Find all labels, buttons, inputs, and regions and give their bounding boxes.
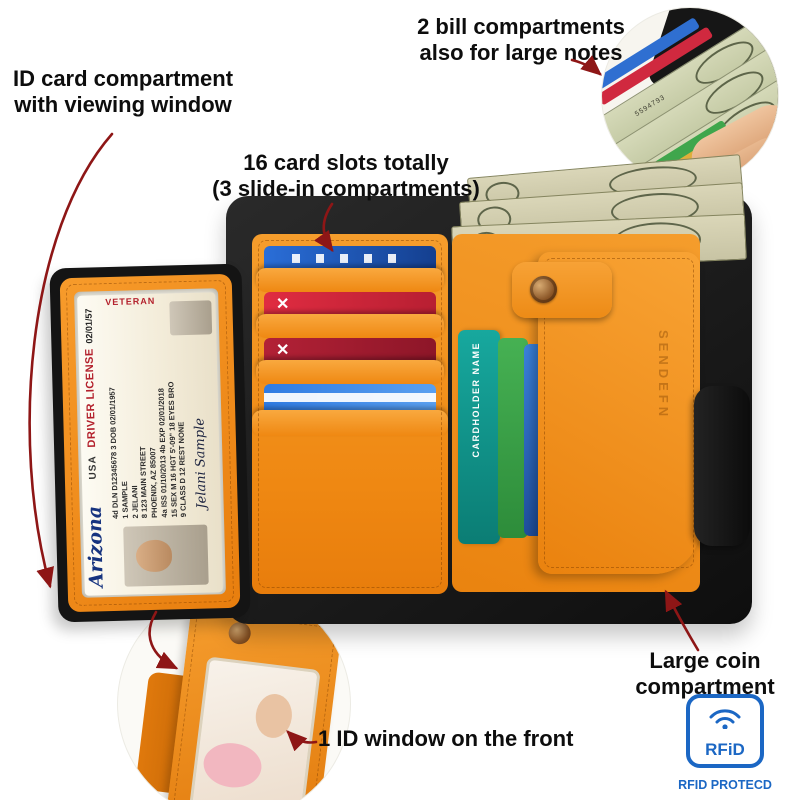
- annotation-line: 2 bill compartments: [417, 14, 625, 39]
- card-green: [498, 338, 528, 538]
- card-stripe: [264, 393, 436, 402]
- annotation-id-compartment: ID card compartment with viewing window: [4, 66, 242, 118]
- front-id-window: [188, 656, 321, 800]
- license-photo-small: [169, 300, 213, 336]
- rfid-wifi-icon: [709, 709, 741, 729]
- driver-license: Arizona USA DRIVER LICENSE 02/01/57 4d D…: [77, 292, 223, 596]
- pink-pig: [201, 739, 264, 791]
- card-maroon: ✕: [264, 338, 436, 364]
- license-title: DRIVER LICENSE: [83, 348, 99, 448]
- brand-emboss: SENDEFN: [656, 330, 671, 421]
- zoom-inset-bills: 5594793: [602, 8, 778, 184]
- card-slot-panel: ✕ ✕: [252, 234, 448, 594]
- annotation-front-window: 1 ID window on the front: [318, 726, 588, 752]
- rfid-caption: RFID PROTECD: [678, 778, 772, 792]
- license-photo: [123, 524, 209, 587]
- card-pocket-edge: [252, 410, 448, 436]
- card-slot: [256, 268, 444, 292]
- license-country: USA: [87, 455, 99, 480]
- card-x-logo: ✕: [276, 296, 290, 313]
- snap-button: [530, 276, 557, 303]
- coin-panel: CARDHOLDER NAME SENDEFN: [452, 234, 700, 592]
- card-red: ✕: [264, 292, 436, 318]
- card-teal: CARDHOLDER NAME: [458, 330, 500, 544]
- snap-strap: [512, 262, 612, 318]
- annotation-coin-compartment: Large coin compartment: [630, 648, 780, 700]
- annotation-card-slots: 16 card slots totally (3 slide-in compar…: [200, 150, 492, 202]
- license-state: Arizona: [83, 505, 108, 588]
- card-slot: [256, 314, 444, 338]
- annotation-line: Large coin: [649, 648, 761, 673]
- id-flap-frame: Arizona USA DRIVER LICENSE 02/01/57 4d D…: [59, 273, 241, 613]
- snap-button: [227, 620, 252, 646]
- id-flap: Arizona USA DRIVER LICENSE 02/01/57 4d D…: [49, 263, 251, 623]
- license-veteran: VETERAN: [105, 295, 156, 308]
- rfid-label: RFiD: [705, 740, 745, 759]
- closure-tab: [694, 386, 750, 546]
- card-blue-top: [264, 246, 436, 272]
- wallet-front-panel: [162, 604, 343, 800]
- license-face: [135, 539, 173, 573]
- annotation-line: also for large notes: [419, 39, 623, 65]
- cardholder-name-text: CARDHOLDER NAME: [471, 342, 481, 458]
- id-photo: [191, 659, 318, 800]
- id-viewing-window: Arizona USA DRIVER LICENSE 02/01/57 4d D…: [74, 288, 226, 598]
- annotation-bill-compartments: 2 bill compartments also for large notes: [396, 14, 646, 66]
- card-print: [292, 254, 396, 263]
- card-slot: [256, 360, 444, 384]
- annotation-line: 1 ID window on the front: [318, 726, 574, 751]
- card-x-logo: ✕: [276, 342, 290, 359]
- person-face: [253, 691, 295, 740]
- license-signature: Jelani Sample: [192, 417, 210, 509]
- annotation-line: with viewing window: [14, 91, 232, 117]
- annotation-line: ID card compartment: [12, 66, 234, 91]
- annotation-line: 16 card slots totally: [243, 150, 449, 175]
- annotation-line: (3 slide-in compartments): [212, 175, 480, 201]
- rfid-badge: RFiD: [686, 694, 764, 768]
- license-dob-short: 02/01/57: [83, 308, 95, 344]
- license-fields: 4d DLN D12345678 3 DOB 02/01/1957 1 SAMP…: [107, 381, 189, 520]
